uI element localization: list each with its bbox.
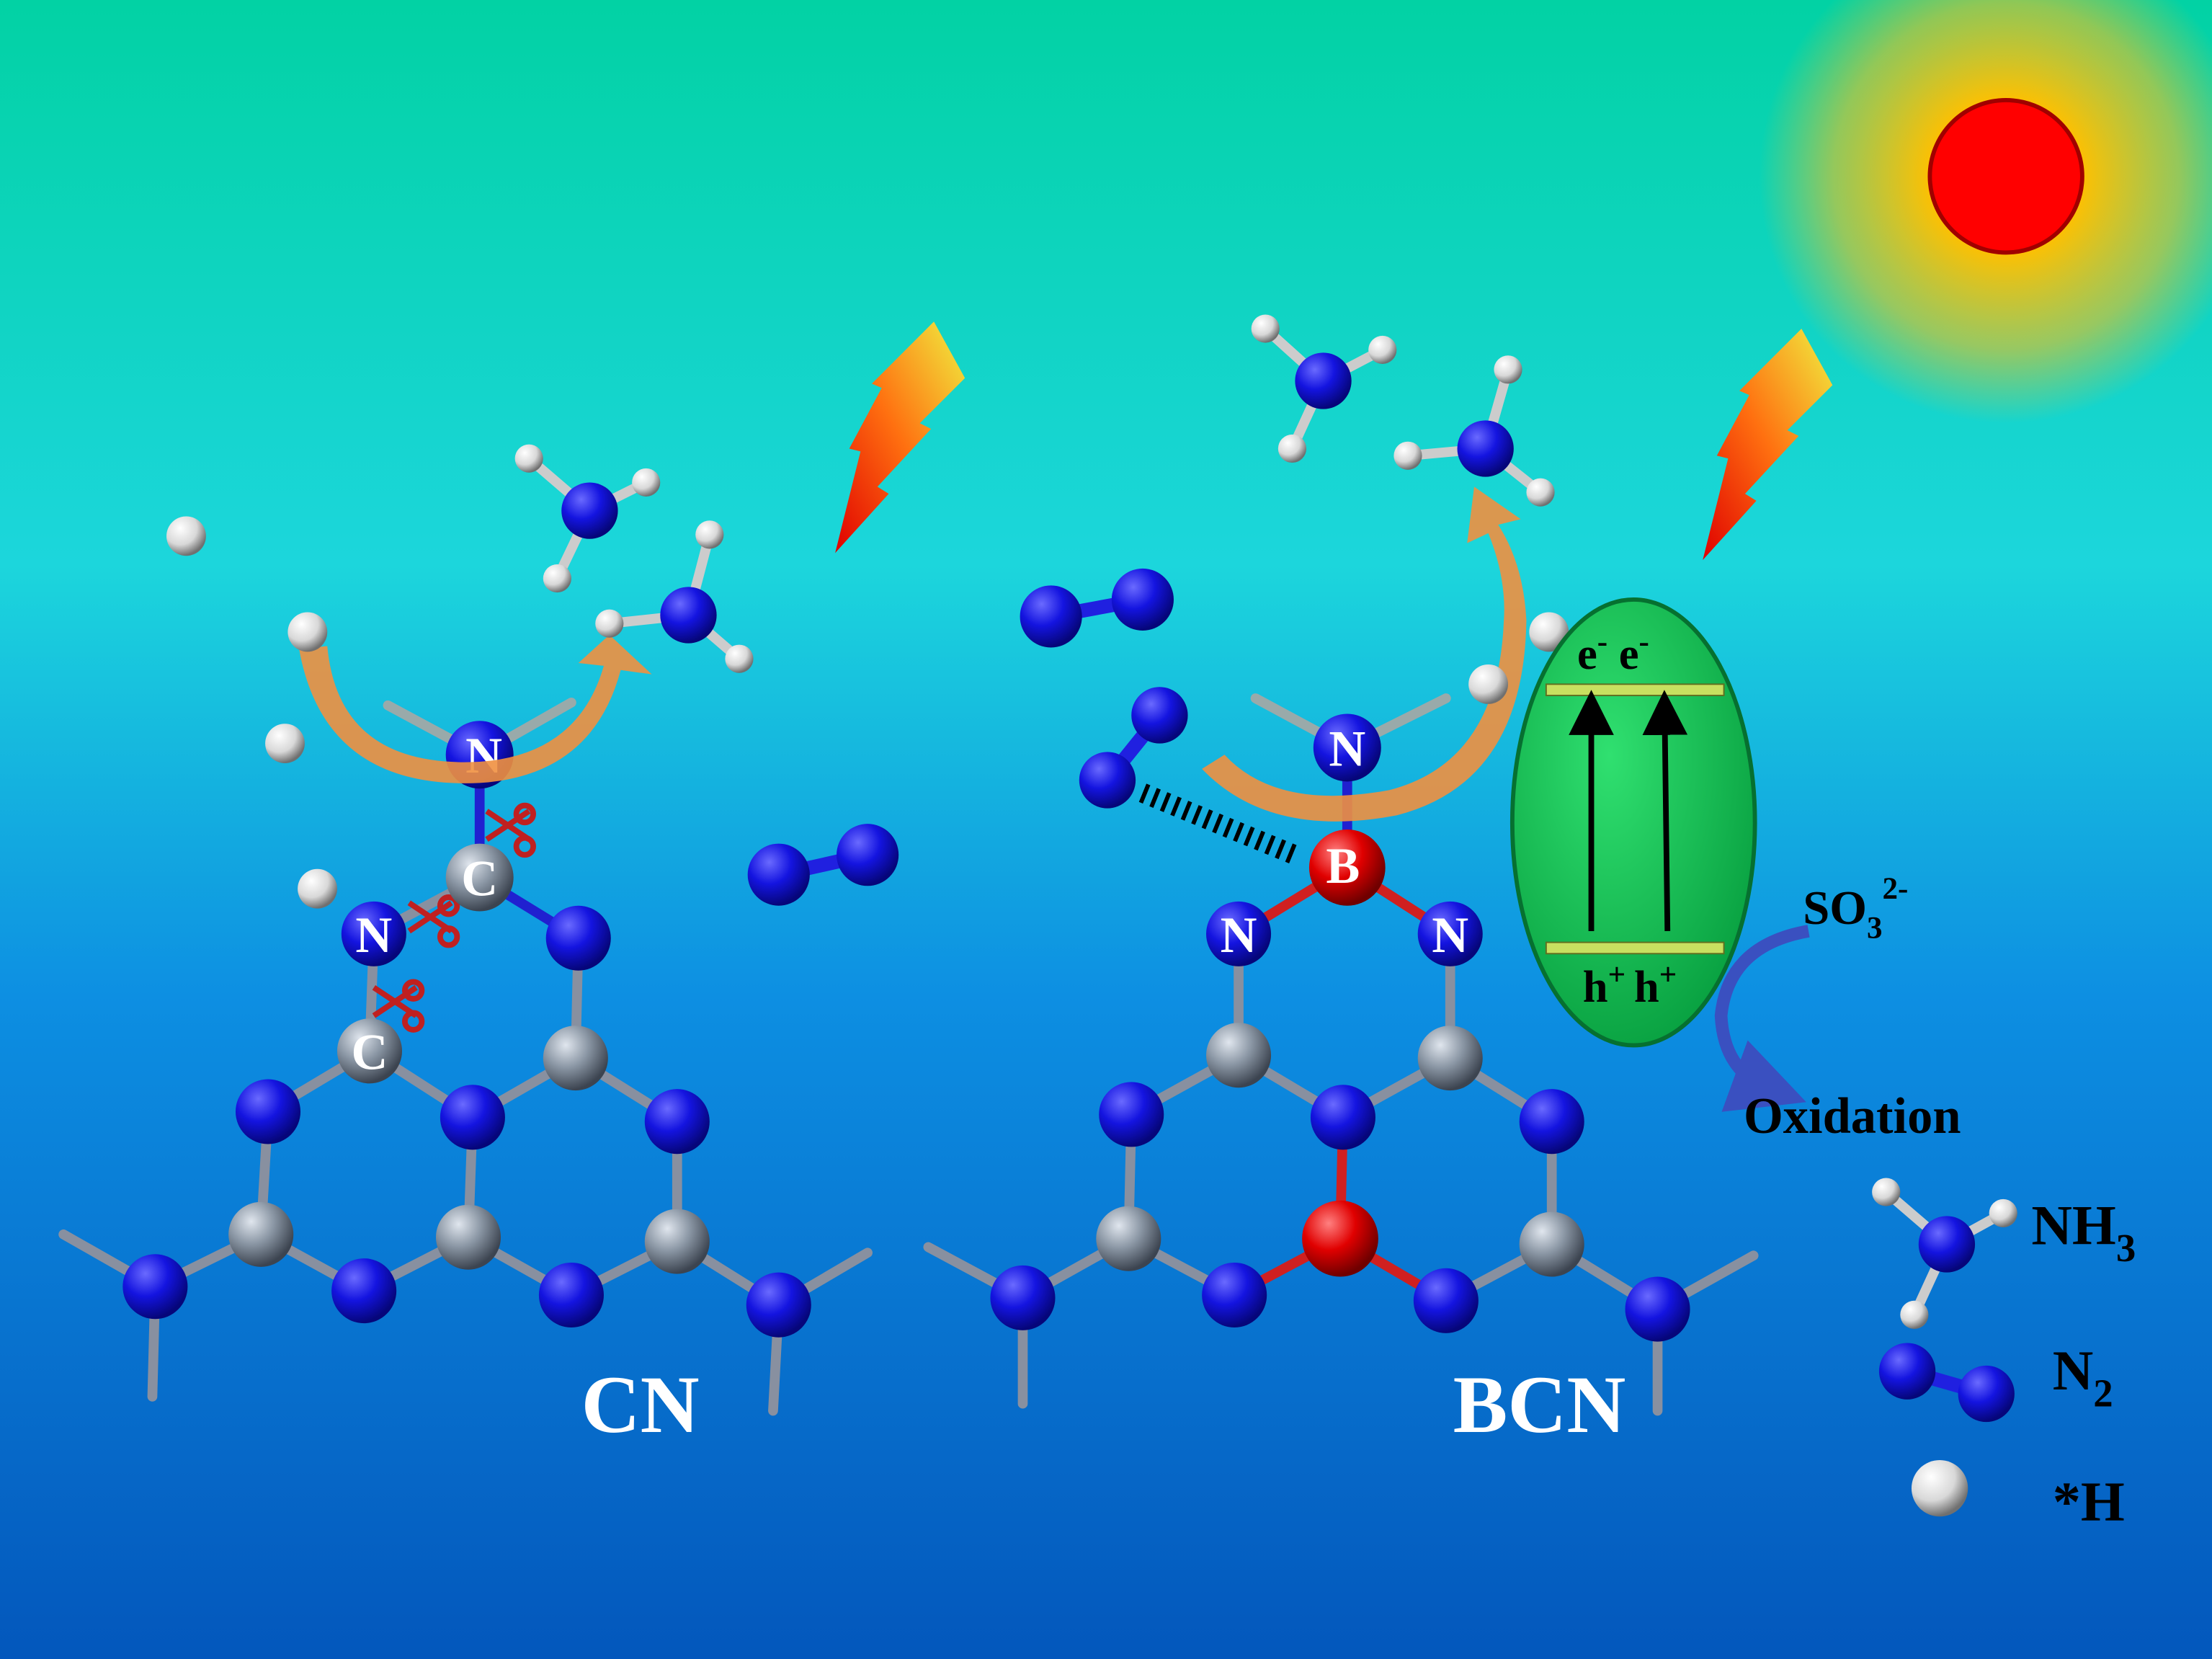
bcn-species xyxy=(1020,314,1569,809)
bond-cleavage-icon xyxy=(372,802,537,1033)
electron-label: e-e- xyxy=(1577,625,1649,678)
cn-atom-label: C xyxy=(461,851,498,907)
photocatalyst-band-diagram: e-e- h+h+ xyxy=(1509,597,1757,1048)
cn-atom-label: C xyxy=(352,1024,388,1080)
legend-nh3-label: NH3 xyxy=(2031,1194,2136,1270)
bcn-atoms xyxy=(990,713,1690,1342)
cn-label: CN xyxy=(581,1359,700,1450)
sulfite-label: SO32- xyxy=(1803,872,1908,946)
cn-atom-label: N xyxy=(355,907,392,964)
bcn-atom-label: B xyxy=(1326,838,1360,894)
cn-atoms xyxy=(122,721,811,1338)
lightning-icon xyxy=(1703,329,1833,561)
bcn-atom-label: N xyxy=(1221,907,1257,964)
reaction-arrow xyxy=(299,634,652,783)
lightning-icon xyxy=(835,321,965,553)
oxidation-arrow xyxy=(1714,925,1810,1112)
legend: NH3 N2 *H xyxy=(1872,1178,2136,1533)
reaction-arrow xyxy=(1202,486,1527,822)
bcn-atom-label: N xyxy=(1329,721,1365,777)
cn-species xyxy=(166,444,899,909)
bcn-atom-label: N xyxy=(1432,907,1468,964)
bcn-label: BCN xyxy=(1453,1359,1626,1450)
legend-h-label: *H xyxy=(2053,1470,2125,1533)
sun-icon xyxy=(1759,0,2212,424)
hole-label: h+h+ xyxy=(1583,958,1677,1011)
legend-n2-label: N2 xyxy=(2053,1339,2113,1415)
oxidation-label: Oxidation xyxy=(1744,1088,1961,1144)
